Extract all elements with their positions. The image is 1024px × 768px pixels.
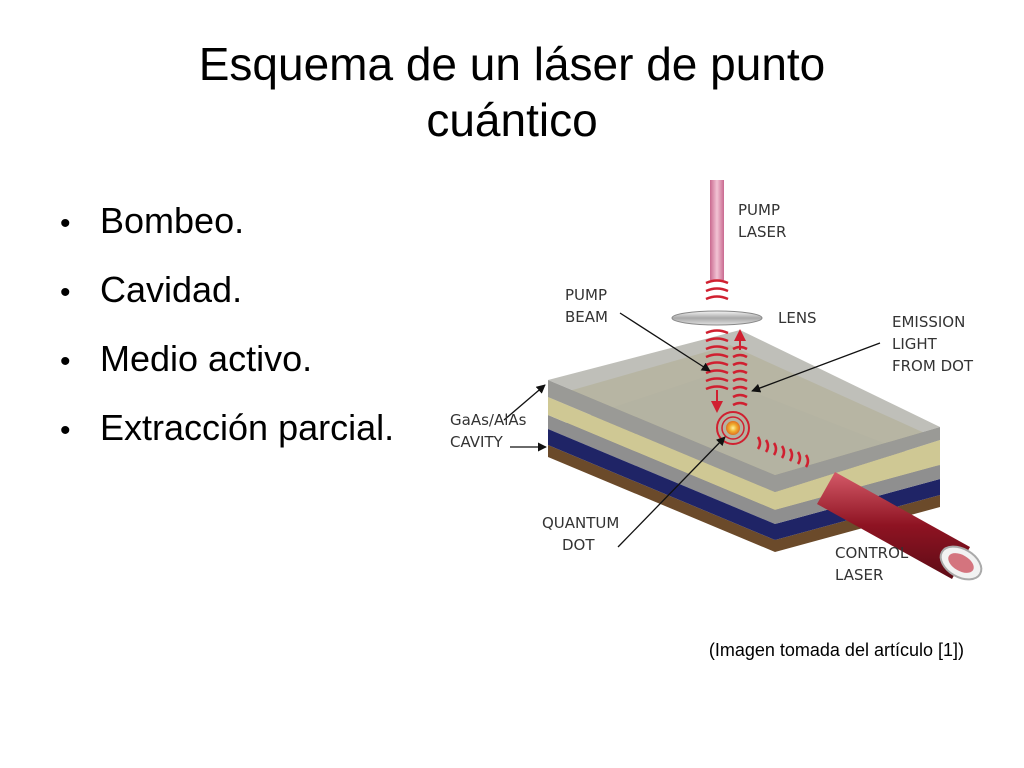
bullet-text: Bombeo. xyxy=(100,200,245,241)
pump-beam-label: PUMP BEAM xyxy=(565,286,612,326)
bullet-list: • Bombeo. • Cavidad. • Medio activo. • Extra… xyxy=(60,188,394,464)
emission-label: EMISSION LIGHT FROM DOT xyxy=(892,313,974,375)
pump-laser-beam xyxy=(710,180,724,280)
quantum-dot-leader xyxy=(617,436,726,548)
title-line-2: cuántico xyxy=(426,94,598,146)
bullet-item: • Cavidad. xyxy=(60,257,394,326)
lens xyxy=(671,310,763,326)
bullet-icon: • xyxy=(60,345,71,378)
bullet-text: Extracción parcial. xyxy=(100,407,395,448)
bullet-icon: • xyxy=(60,414,71,447)
quantum-dot-label: QUANTUM DOT xyxy=(542,514,624,554)
bullet-item: • Medio activo. xyxy=(60,326,394,395)
substrate-layer xyxy=(548,445,940,552)
image-caption: (Imagen tomada del artículo [1]) xyxy=(708,640,964,660)
pump-beam-waves xyxy=(705,279,729,391)
title-line-1: Esquema de un láser de punto xyxy=(198,38,826,90)
cavity-leader-top xyxy=(503,384,546,421)
control-laser xyxy=(817,472,983,581)
cavity-waves xyxy=(756,436,810,468)
pump-laser-label: PUMP LASER xyxy=(738,201,786,241)
bullet-text: Cavidad. xyxy=(100,269,243,310)
control-laser-label: CONTROL LASER xyxy=(835,544,913,584)
quantum-dot-ring xyxy=(721,416,745,440)
bullet-icon: • xyxy=(60,207,71,240)
pump-beam-leader xyxy=(619,312,711,372)
quantum-dot xyxy=(726,421,740,435)
lens-label: LENS xyxy=(778,309,817,327)
quantum-dot-laser-diagram: PUMP LASER PUMP BEAM LENS EMISSION LIGHT… xyxy=(450,180,983,584)
bullet-text: Medio activo. xyxy=(100,338,313,379)
slide-title: Esquema de un láser de punto cuántico xyxy=(0,36,1024,148)
top-layer-front xyxy=(548,380,940,492)
cavity-label: GaAs/AlAs CAVITY xyxy=(450,411,531,451)
bullet-icon: • xyxy=(60,276,71,309)
bullet-item: • Bombeo. xyxy=(60,188,394,257)
bullet-item: • Extracción parcial. xyxy=(60,395,394,464)
quantum-dot-ring xyxy=(716,411,750,445)
emission-leader xyxy=(751,342,881,393)
